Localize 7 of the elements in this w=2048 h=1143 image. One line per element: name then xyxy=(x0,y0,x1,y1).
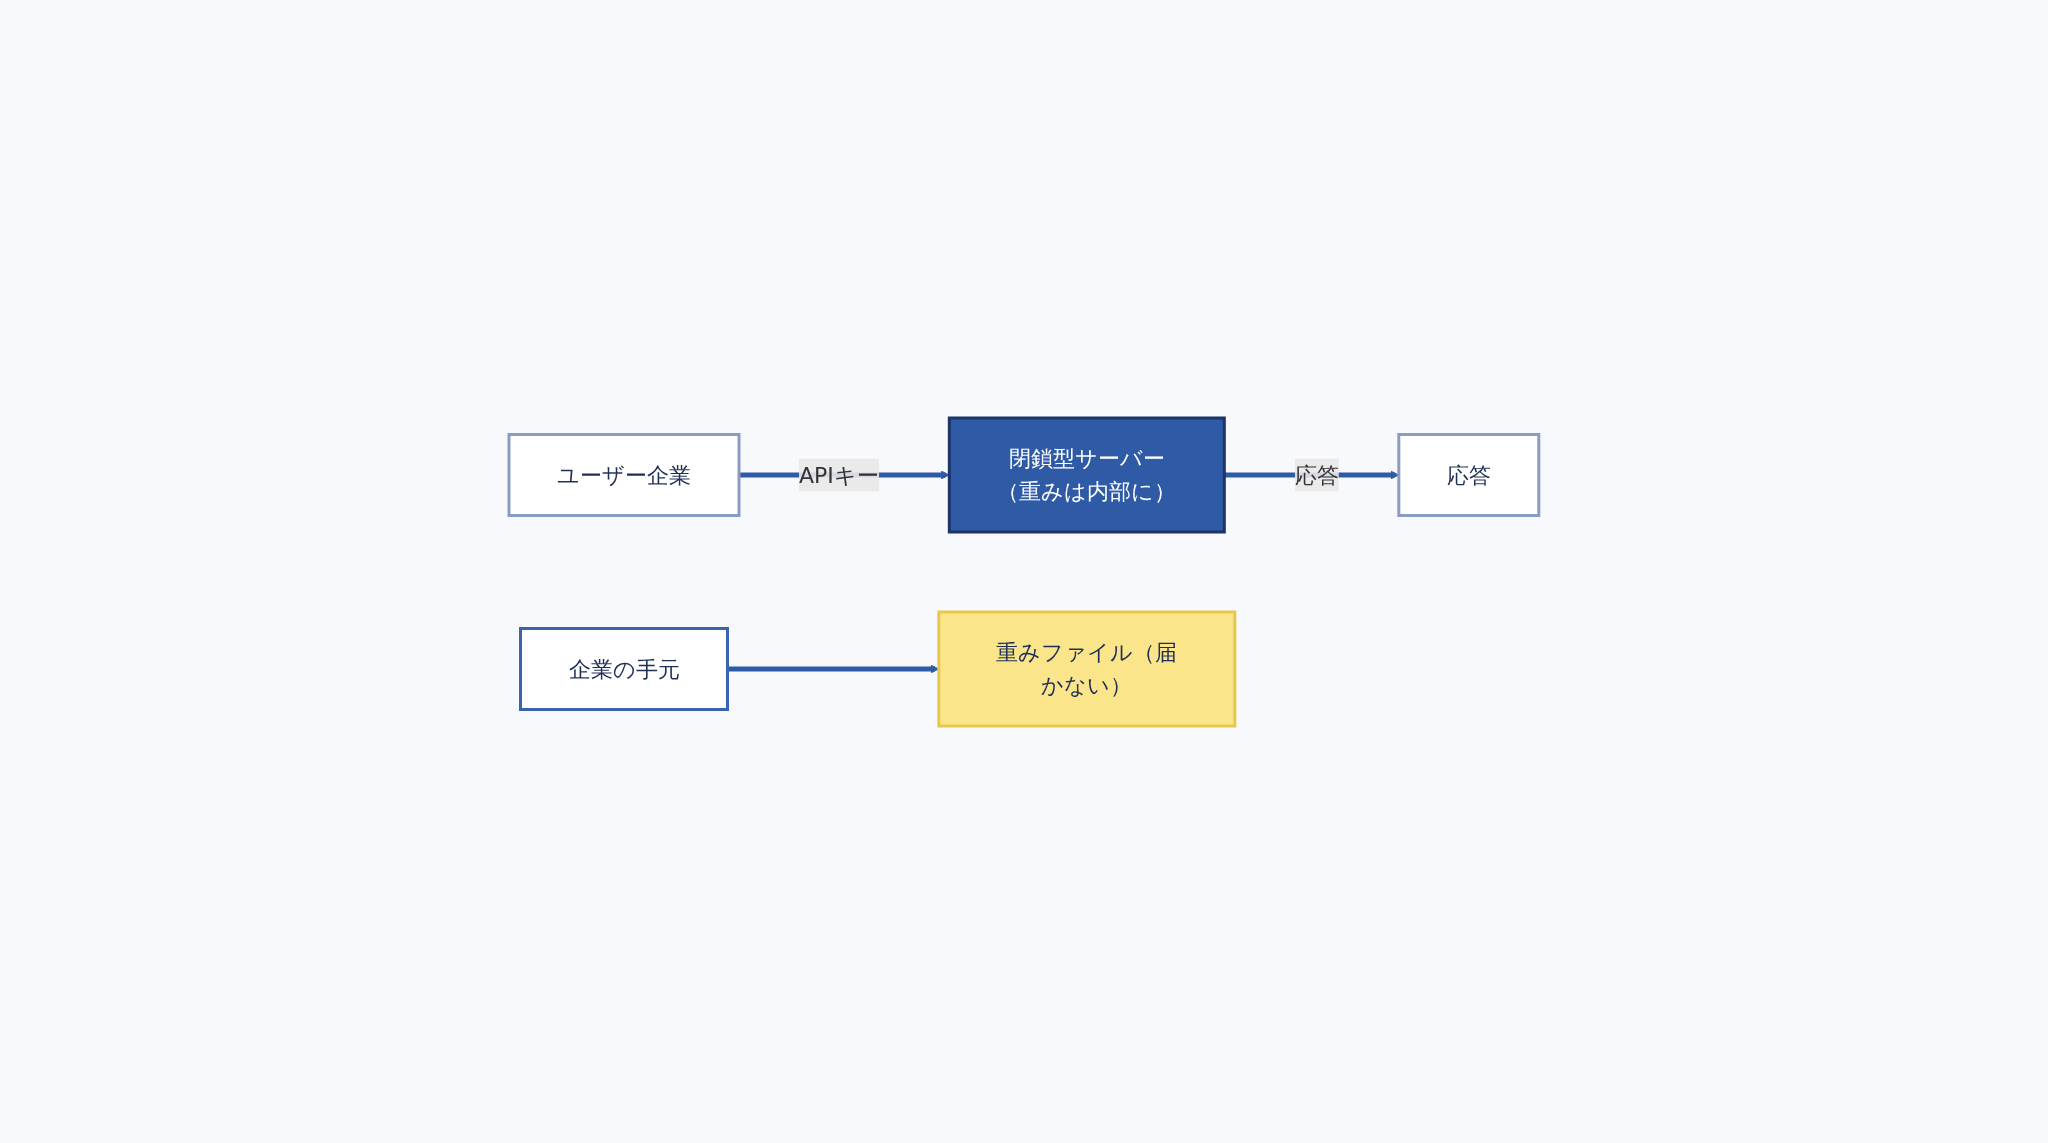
node-box: ユーザー企業 xyxy=(507,432,741,517)
edge-label: 応答 xyxy=(1294,462,1339,487)
edge-label: APIキー xyxy=(799,462,879,487)
node-box: 応答 xyxy=(1397,432,1541,517)
node-box: 重みファイル（届かない） xyxy=(937,610,1237,727)
node-box: 閉鎖型サーバー （重みは内部に） xyxy=(947,416,1226,533)
node-box: 企業の手元 xyxy=(519,626,730,711)
